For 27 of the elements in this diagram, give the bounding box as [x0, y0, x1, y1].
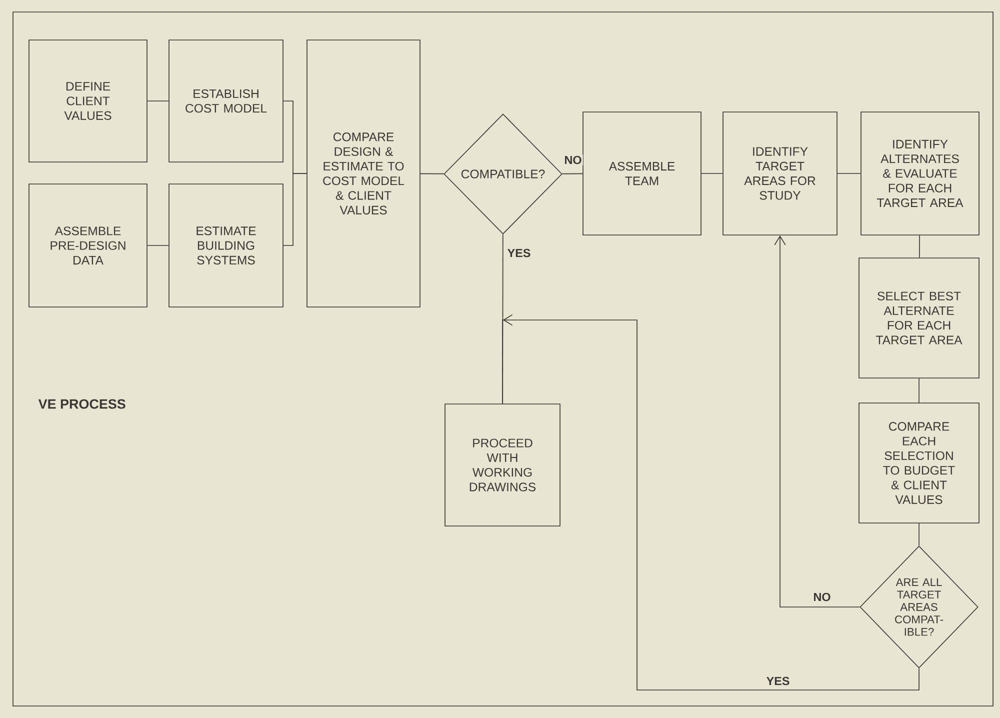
process-box: ASSEMBLE TEAM: [582, 112, 702, 236]
process-box: SELECT BEST ALTERNATE FOR EACH TARGET AREA: [858, 258, 980, 378]
connector-line: [147, 100, 169, 102]
process-box: DEFINE CLIENT VALUES: [28, 40, 148, 162]
process-label: VE PROCESS: [38, 399, 126, 409]
process-box: IDENTIFY ALTERNATES & EVALUATE FOR EACH TARGET AREA: [860, 112, 980, 236]
process-box: ESTIMATE BUILDING SYSTEMS: [168, 184, 284, 308]
process-box: IDENTIFY TARGET AREAS FOR STUDY: [722, 112, 838, 236]
process-box: COMPARE EACH SELECTION TO BUDGET & CLIENT VALUES: [858, 402, 980, 524]
connector-line: [420, 173, 444, 174]
edge-label: YES: [765, 676, 791, 686]
process-box: ESTABLISH COST MODEL: [168, 40, 284, 162]
connector-line: [837, 173, 862, 174]
connector-line: [918, 523, 920, 546]
arrow: [774, 235, 860, 608]
edge-label: NO: [563, 154, 583, 166]
edge-label: NO: [812, 592, 832, 602]
connector-line: [283, 173, 307, 246]
connector-line: [147, 245, 169, 246]
connector-line: [701, 173, 723, 174]
process-box: PROCEED WITH WORKING DRAWINGS: [444, 404, 560, 526]
connector-line: [918, 378, 920, 403]
process-box: ASSEMBLE PRE-DESIGN DATA: [28, 184, 148, 308]
connector-line: [562, 173, 583, 174]
connector-line: [919, 235, 920, 258]
process-box: COMPARE DESIGN & ESTIMATE TO COST MODEL & CLIENT VALUES: [306, 40, 420, 308]
edge-label: YES: [506, 248, 532, 258]
